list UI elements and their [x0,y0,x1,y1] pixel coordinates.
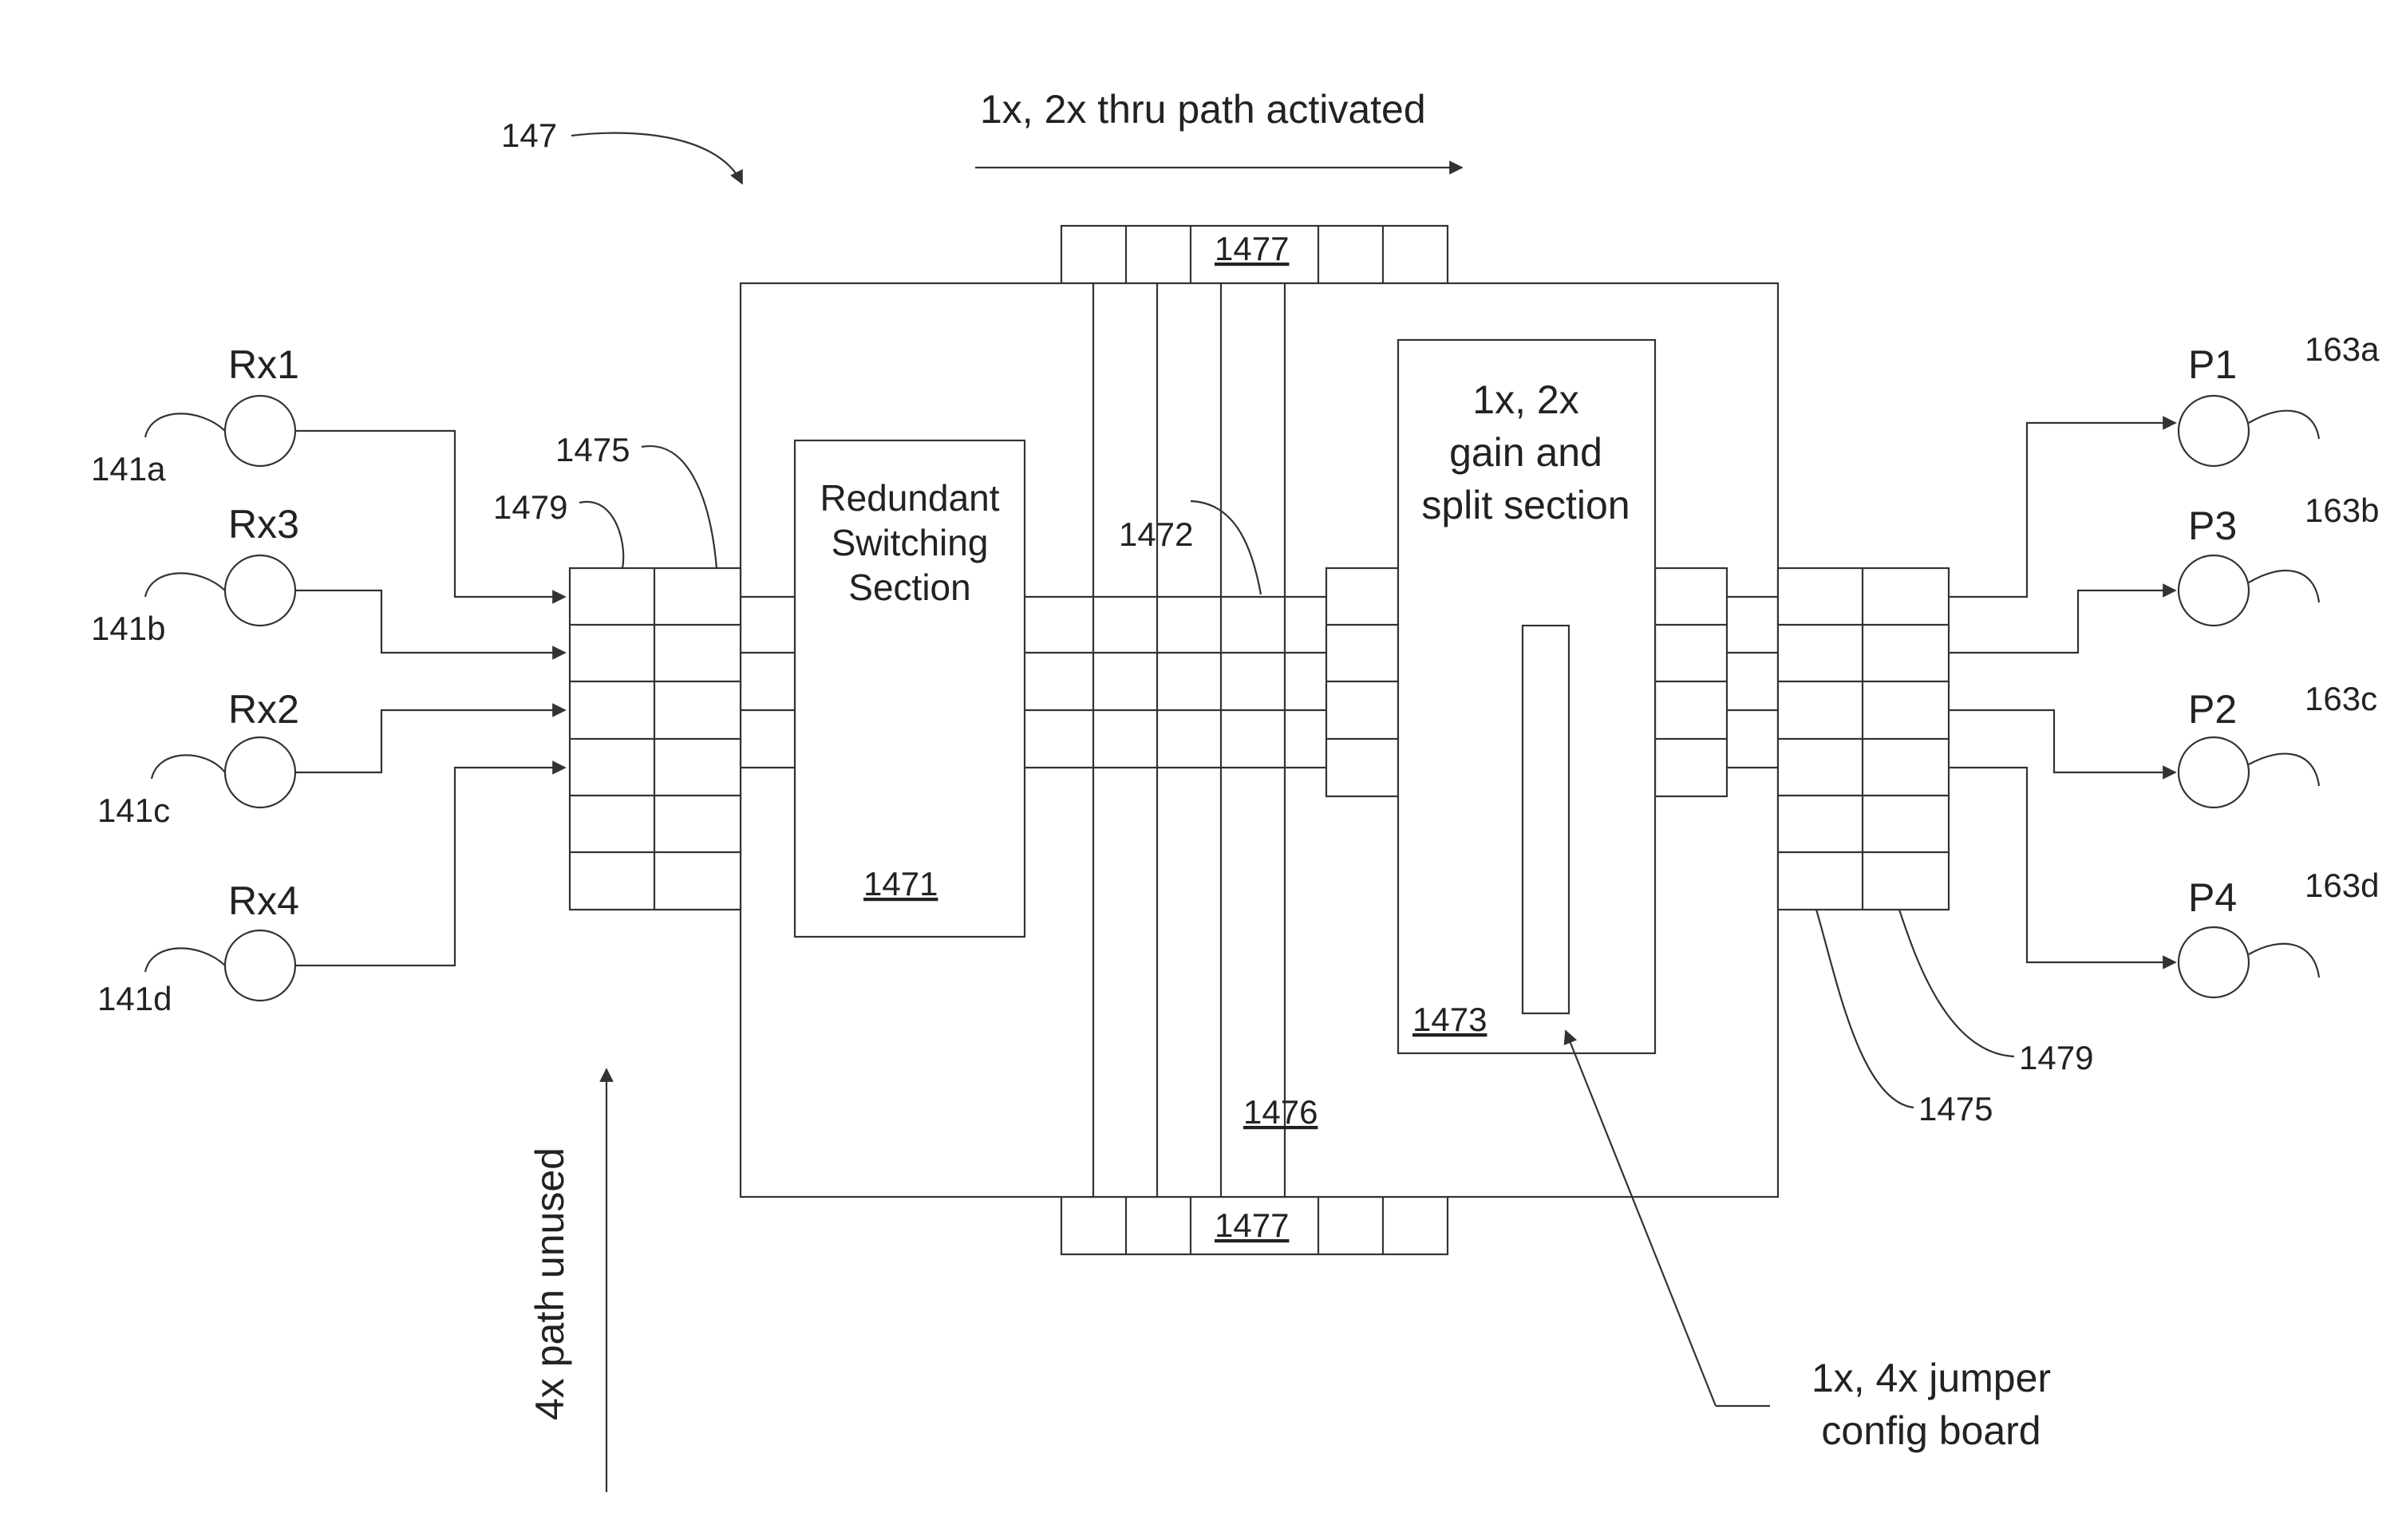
p4-ref: 163d [2305,867,2379,904]
switching-line-2: Switching [832,522,989,563]
left-ref-1475: 1475 [555,431,630,468]
output-p3: P3 163b [1949,492,2379,653]
switching-line-1: Redundant [820,477,999,519]
figure-ref-147: 147 [501,116,557,154]
rx2-ref: 141c [97,792,170,829]
left-ref-1479: 1479 [493,488,567,526]
p1-ref: 163a [2305,330,2380,368]
trace-ref-1472: 1472 [1119,515,1193,553]
right-edge-connector [1778,568,1949,910]
rx4-ref: 141d [97,980,172,1017]
p2-label: P2 [2188,687,2237,732]
left-ref-1475-leader [642,446,717,568]
gain-line-1: 1x, 2x [1472,377,1578,422]
input-rx2: Rx2 141c [97,687,565,829]
top-connector: 1477 [1061,226,1448,283]
rx3-label: Rx3 [228,502,299,547]
rx3-ref: 141b [91,610,165,647]
gain-line-2: gain and [1449,430,1602,475]
jumper-config-board [1523,626,1569,1013]
gain-line-3: split section [1421,483,1630,527]
config-board-line-1: 1x, 4x jumper [1811,1356,2051,1400]
figure-ref-leader [571,133,742,184]
gain-input-ports [1326,568,1398,796]
right-ref-1475-leader [1816,910,1914,1108]
gain-output-ports [1655,568,1727,796]
p3-label: P3 [2188,503,2237,548]
vertical-bus-ref: 1476 [1243,1093,1318,1131]
p4-label: P4 [2188,875,2237,920]
left-edge-connector [570,568,741,910]
redundant-switching-section: Redundant Switching Section 1471 [795,440,1025,937]
output-p2: P2 163c [1949,680,2377,808]
right-ref-1479: 1479 [2019,1039,2093,1076]
rx1-label: Rx1 [228,342,299,387]
right-ref-1479-leader [1899,910,2014,1056]
rx1-ref: 141a [91,450,166,488]
gain-split-section: 1x, 2x gain and split section 1473 [1398,340,1655,1053]
top-connector-ref: 1477 [1215,230,1289,267]
left-ref-1479-leader [579,502,623,568]
p3-ref: 163b [2305,492,2379,529]
right-ref-1475: 1475 [1918,1090,1993,1127]
thru-path-note: 1x, 2x thru path activated [980,87,1426,132]
switching-line-3: Section [848,567,970,608]
config-board-line-2: config board [1821,1408,2041,1453]
input-rx1: Rx1 141a [91,342,565,597]
bottom-connector-ref: 1477 [1215,1206,1289,1244]
switching-ref: 1471 [863,865,938,902]
output-p1: P1 163a [1949,330,2380,597]
p1-label: P1 [2188,342,2237,387]
rx2-label: Rx2 [228,687,299,732]
unused-path-note: 4x path unused [527,1147,572,1420]
bottom-connector: 1477 [1061,1197,1448,1254]
gain-ref: 1473 [1412,1001,1487,1038]
p2-ref: 163c [2305,680,2377,717]
output-p4: P4 163d [1949,768,2379,997]
rx4-label: Rx4 [228,879,299,923]
